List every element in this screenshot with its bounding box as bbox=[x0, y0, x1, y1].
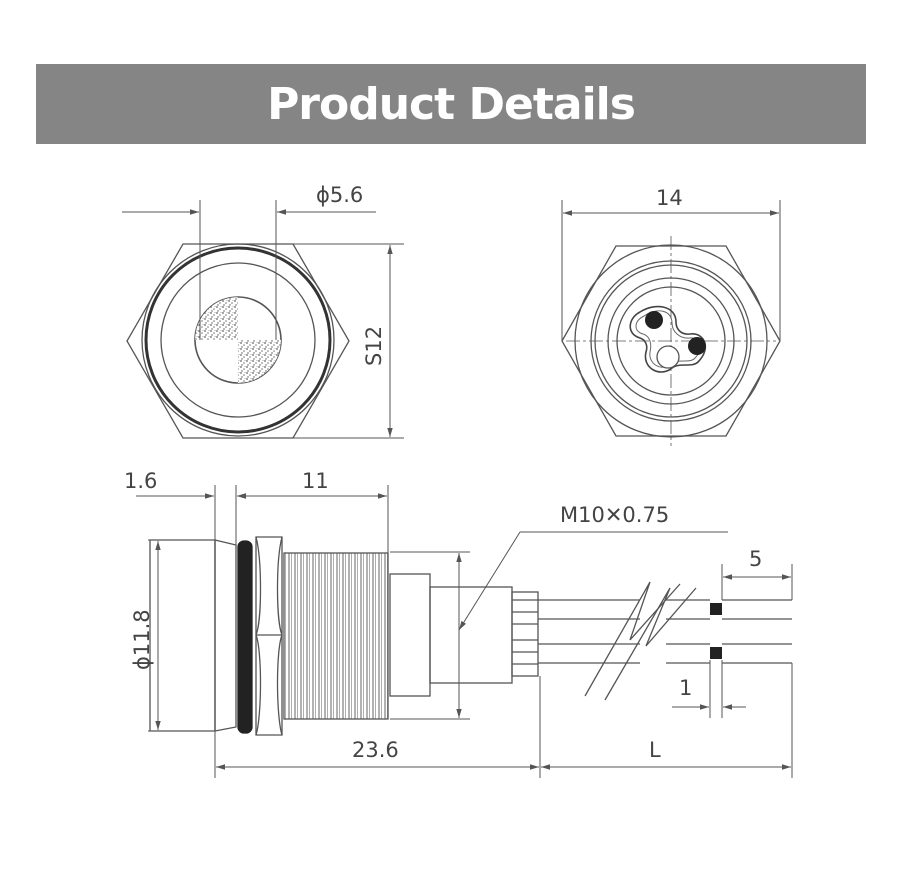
label-wire-length: L bbox=[649, 738, 661, 762]
label-head-diameter: ϕ11.8 bbox=[130, 609, 154, 670]
dim-hex-width bbox=[561, 200, 781, 341]
label-thread-length: 11 bbox=[302, 469, 329, 493]
hex-nut-outline bbox=[126, 243, 350, 439]
header-banner: Product Details bbox=[36, 64, 866, 144]
label-hex-width: 14 bbox=[656, 186, 683, 210]
dim-strip-gap bbox=[672, 660, 746, 718]
label-wire-strip: 5 bbox=[749, 547, 762, 571]
dim-wire-strip bbox=[721, 564, 793, 600]
o-ring bbox=[237, 540, 253, 734]
label-hex-height: S12 bbox=[362, 326, 386, 366]
dim-body-length bbox=[214, 663, 793, 778]
dim-hex-height bbox=[293, 243, 404, 439]
wire-strip-top bbox=[710, 603, 722, 615]
terminal-pin-2 bbox=[688, 337, 706, 355]
label-lens-diameter: ϕ5.6 bbox=[316, 183, 363, 207]
terminal-block bbox=[629, 305, 707, 373]
wire-break bbox=[584, 581, 681, 697]
label-body-length: 23.6 bbox=[352, 738, 399, 762]
dim-head-diameter bbox=[148, 539, 210, 732]
bezel-ring bbox=[160, 262, 316, 418]
label-bezel: 1.6 bbox=[124, 469, 157, 493]
outer-ring bbox=[141, 243, 335, 437]
rear-body bbox=[389, 573, 431, 697]
dim-lens-diameter bbox=[122, 200, 376, 340]
threaded-body bbox=[283, 552, 389, 720]
rear-view bbox=[561, 236, 781, 446]
dim-bezel bbox=[136, 485, 270, 545]
side-view bbox=[149, 536, 792, 736]
dim-thread-spec bbox=[390, 531, 728, 720]
wire-strip-bottom bbox=[710, 647, 722, 659]
label-strip-gap: 1 bbox=[679, 676, 692, 700]
switch-head bbox=[149, 539, 216, 732]
terminal-pin-center bbox=[656, 345, 680, 369]
label-thread-spec: M10✕0.75 bbox=[560, 503, 669, 527]
lens-symbol bbox=[195, 297, 281, 383]
page-title: Product Details bbox=[267, 78, 636, 130]
terminal-pin-1 bbox=[645, 311, 663, 329]
dim-thread-length bbox=[237, 485, 389, 553]
